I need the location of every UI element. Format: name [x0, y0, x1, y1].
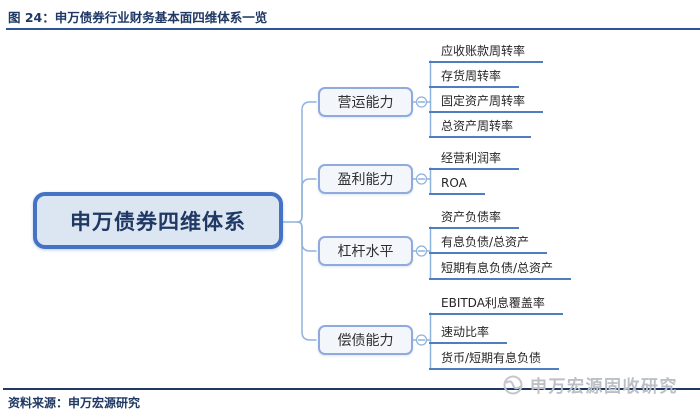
leaf-node: 应收账款周转率: [429, 44, 544, 63]
title-underline: [6, 28, 700, 30]
leaf-node: 短期有息负债/总资产: [429, 261, 572, 280]
branch-connector: [297, 221, 317, 252]
leaf-node: 有息负债/总资产: [429, 235, 548, 254]
swhy-logo-icon: [503, 375, 523, 394]
branch-node-profitability: 盈利能力: [318, 164, 413, 194]
root-node: 申万债券四维体系: [33, 192, 283, 249]
root-node-label: 申万债券四维体系: [70, 209, 246, 234]
branch-connector: [297, 221, 317, 341]
collapse-toggle-icon[interactable]: [415, 245, 428, 257]
collapse-toggle-icon[interactable]: [415, 334, 428, 346]
leaf-node: ROA: [429, 176, 485, 195]
leaf-node: 总资产周转率: [429, 119, 532, 138]
branch-node-leverage: 杠杆水平: [318, 236, 413, 266]
watermark-text: 申万宏源固收研究: [530, 377, 678, 397]
branch-node-operating: 营运能力: [318, 87, 413, 117]
collapse-toggle-icon[interactable]: [415, 173, 428, 185]
leaf-node: EBITDA利息覆盖率: [429, 296, 563, 315]
figure-title: 图 24：申万债券行业财务基本面四维体系一览: [8, 10, 268, 25]
leaf-node: 速动比率: [429, 325, 508, 344]
branch-label: 盈利能力: [337, 172, 394, 188]
branch-label: 杠杆水平: [337, 244, 394, 260]
watermark: 申万宏源固收研究: [502, 372, 678, 397]
branch-node-solvency: 偿债能力: [318, 325, 413, 355]
leaf-node: 固定资产周转率: [429, 94, 544, 113]
leaf-node: 存货周转率: [429, 69, 520, 88]
branch-connector: [297, 101, 317, 223]
branch-label: 偿债能力: [337, 333, 394, 349]
bottom-rule: [3, 388, 700, 390]
leaf-node: 货币/短期有息负债: [429, 351, 560, 370]
source-note: 资料来源：申万宏源研究: [8, 396, 141, 410]
leaf-node: 资产负债率: [429, 210, 520, 229]
branch-connector: [297, 178, 317, 223]
collapse-toggle-icon[interactable]: [415, 96, 428, 108]
leaf-node: 经营利润率: [429, 151, 520, 170]
branch-label: 营运能力: [337, 95, 394, 111]
